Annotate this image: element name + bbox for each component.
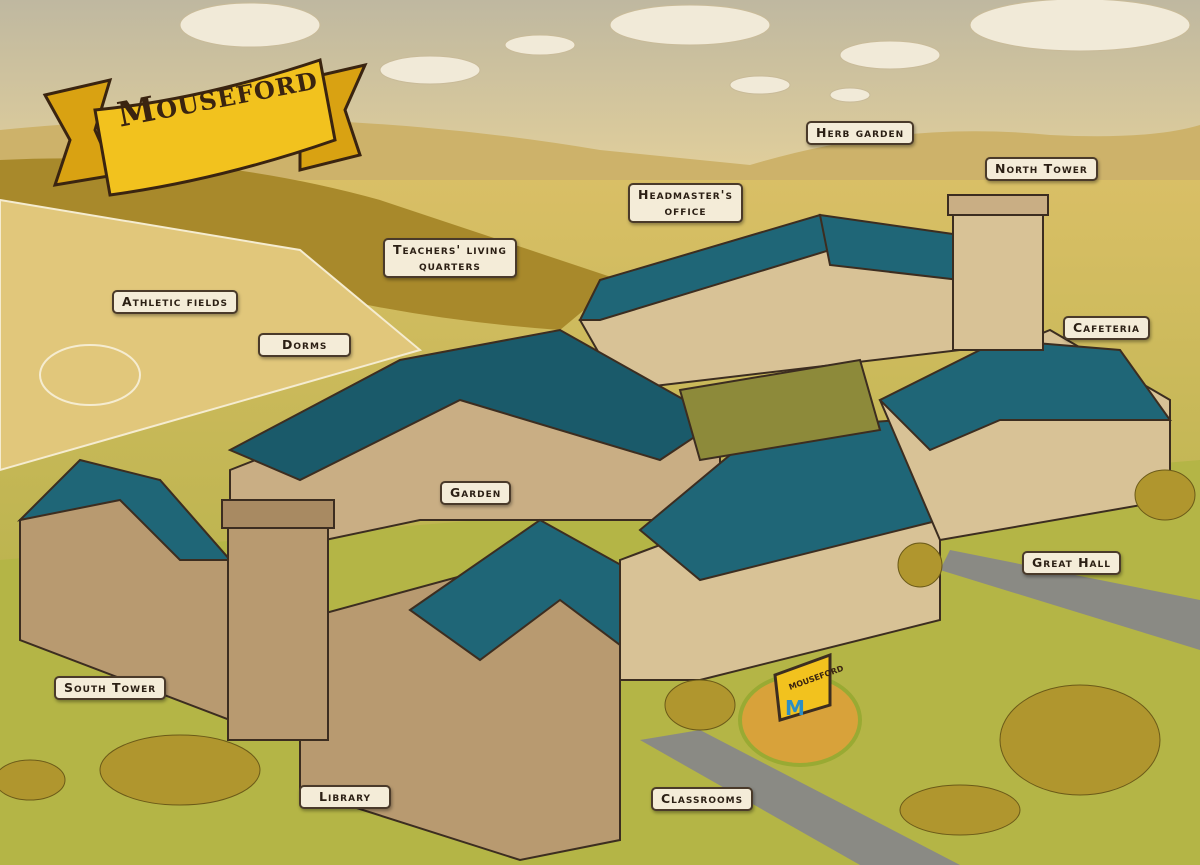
label-classrooms[interactable]: Classrooms [651,787,754,811]
trees [0,469,1196,836]
label-dorms[interactable]: Dorms [258,333,352,357]
label-line: office [664,203,707,218]
label-teachers-quarters[interactable]: Teachers' living quarters [383,238,517,278]
athletic-fields [0,198,423,472]
label-garden[interactable]: Garden [440,481,512,505]
label-line: Headmaster's [638,187,733,202]
label-north-tower[interactable]: North Tower [985,157,1098,181]
banner-ribbon [42,58,368,197]
svg-text:M: M [785,696,805,720]
label-headmasters-office[interactable]: Headmaster's office [628,183,743,223]
label-herb-garden[interactable]: Herb garden [806,121,915,145]
forest [0,158,620,330]
label-line: quarters [418,258,481,273]
clouds [179,0,1191,103]
label-cafeteria[interactable]: Cafeteria [1063,316,1150,340]
label-library[interactable]: Library [299,785,392,809]
label-south-tower[interactable]: South Tower [54,676,167,700]
label-line: Teachers' living [393,242,507,257]
label-great-hall[interactable]: Great Hall [1022,551,1121,575]
path [640,730,960,865]
label-athletic-fields[interactable]: Athletic fields [112,290,239,314]
buildings [16,194,1172,862]
